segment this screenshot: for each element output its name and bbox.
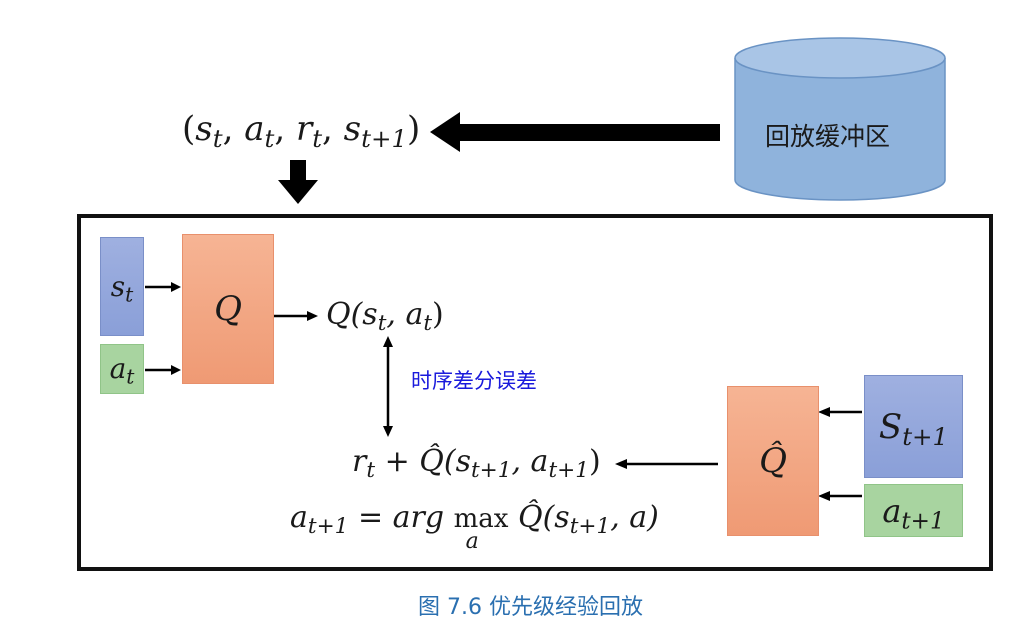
transition-tuple: (st, at, rt, st+1) xyxy=(182,109,421,153)
q-network-box: Q xyxy=(182,234,274,384)
target-network-box: Q̂ xyxy=(727,386,819,536)
action-input-box: at xyxy=(100,344,144,394)
tuple-down-arrow xyxy=(278,160,318,204)
state-input-box: st xyxy=(100,237,144,336)
network-frame xyxy=(77,214,993,571)
td-target-expression: rt + Q̂(st+1, at+1) xyxy=(352,444,601,484)
next-state-box: St+1 xyxy=(864,375,963,478)
replay-buffer-cylinder xyxy=(734,37,946,201)
td-error-label: 时序差分误差 xyxy=(411,369,537,393)
next-action-box: at+1 xyxy=(864,484,963,537)
q-value-output: Q(st, at) xyxy=(326,297,444,337)
buffer-to-tuple-arrow xyxy=(430,112,720,152)
figure-caption: 图 7.6 优先级经验回放 xyxy=(418,595,643,620)
replay-buffer-label: 回放缓冲区 xyxy=(765,122,891,151)
